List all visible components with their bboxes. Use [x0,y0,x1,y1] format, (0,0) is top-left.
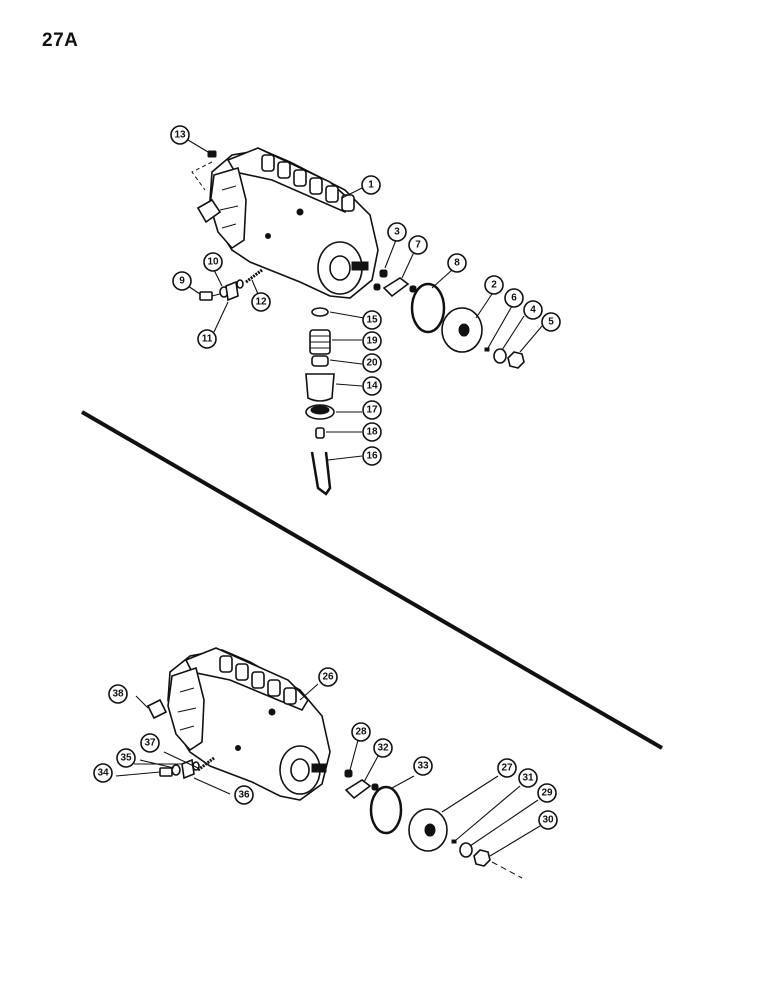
svg-text:10: 10 [207,257,219,268]
svg-text:8: 8 [454,258,460,269]
svg-text:32: 32 [377,743,389,754]
callout: 36 [234,785,254,805]
svg-text:33: 33 [417,761,429,772]
svg-text:30: 30 [542,815,554,826]
callout: 19 [362,331,382,351]
callout: 11 [197,329,217,349]
svg-text:1: 1 [368,180,374,191]
svg-text:28: 28 [355,727,367,738]
svg-text:2: 2 [491,280,497,291]
callout: 17 [362,400,382,420]
callout: 30 [538,810,558,830]
svg-text:15: 15 [366,315,378,326]
callout: 31 [518,768,538,788]
svg-text:35: 35 [120,753,132,764]
callout: 4 [523,300,543,320]
callout: 20 [362,353,382,373]
svg-text:12: 12 [255,297,267,308]
callouts: 13 1 3 7 8 10 9 12 11 2 6 4 5 15 19 20 1… [93,125,561,830]
delivery-valves-top [261,154,355,212]
svg-text:34: 34 [97,768,109,779]
divider-line [80,410,664,750]
callout: 3 [387,222,407,242]
svg-text:37: 37 [144,738,156,749]
callout: 5 [541,312,561,332]
callout: 8 [447,253,467,273]
callout: 28 [351,722,371,742]
svg-text:29: 29 [541,788,553,799]
svg-text:4: 4 [530,305,536,316]
svg-text:26: 26 [322,672,334,683]
callout: 34 [93,763,113,783]
callout: 14 [362,376,382,396]
svg-text:7: 7 [415,240,421,251]
svg-text:3: 3 [394,227,400,238]
injection-pump-bottom [167,647,331,801]
svg-text:11: 11 [202,334,213,345]
svg-text:13: 13 [174,130,186,141]
callout: 33 [413,756,433,776]
callout: 2 [484,275,504,295]
callout: 16 [362,446,382,466]
callout: 18 [362,422,382,442]
callout: 26 [318,667,338,687]
callout: 32 [373,738,393,758]
svg-text:19: 19 [366,336,378,347]
svg-text:17: 17 [366,405,378,416]
small-parts-bottom [146,698,523,879]
svg-text:31: 31 [522,773,534,784]
callout: 15 [362,310,382,330]
svg-text:18: 18 [366,427,378,438]
svg-text:6: 6 [511,293,517,304]
leader-lines [115,139,543,857]
callout: 7 [408,235,428,255]
small-parts-top [199,150,525,369]
svg-text:36: 36 [238,790,250,801]
callout: 13 [170,125,190,145]
callout: 35 [116,748,136,768]
delivery-valves-bottom [219,655,297,705]
callout: 29 [537,783,557,803]
svg-text:20: 20 [366,358,378,369]
svg-text:27: 27 [501,763,513,774]
callout: 1 [361,175,381,195]
callout: 27 [497,758,517,778]
svg-text:9: 9 [179,276,185,287]
svg-text:16: 16 [366,451,378,462]
svg-text:38: 38 [112,689,124,700]
callout: 6 [504,288,524,308]
callout: 10 [203,252,223,272]
filter-stack-top [305,307,335,496]
svg-text:14: 14 [366,381,378,392]
callout: 38 [108,684,128,704]
svg-text:5: 5 [548,317,554,328]
callout: 37 [140,733,160,753]
callout: 9 [172,271,192,291]
injection-pump-top [191,147,379,299]
callout: 12 [251,292,271,312]
page-label: 27A [42,30,79,51]
